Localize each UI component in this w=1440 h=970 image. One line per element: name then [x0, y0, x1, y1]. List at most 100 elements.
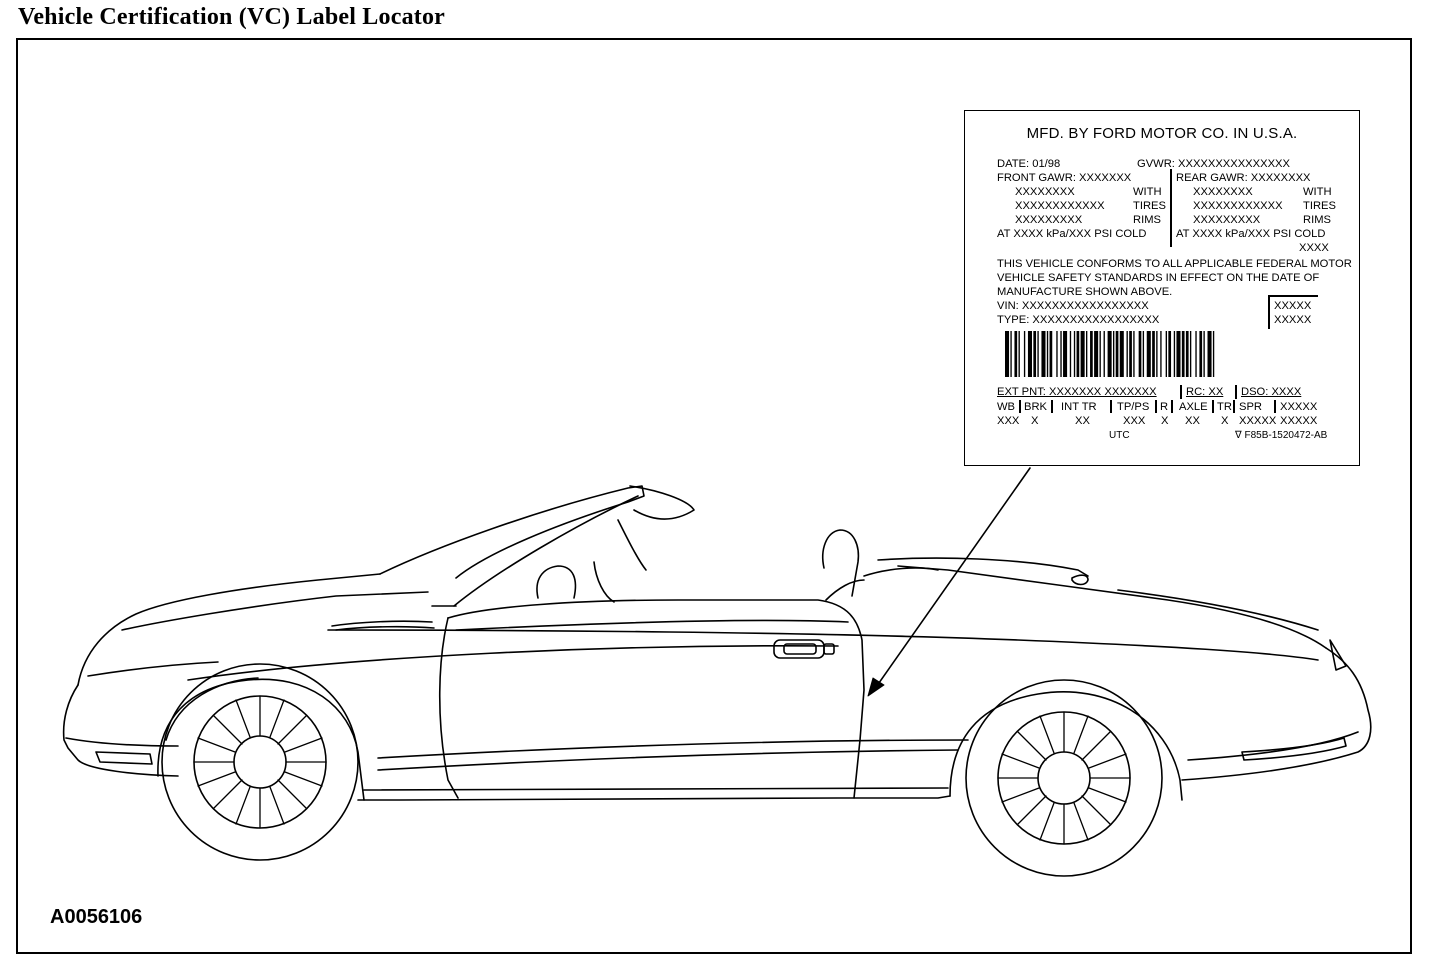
vc-label: MFD. BY FORD MOTOR CO. IN U.S.A. DATE: 0…	[964, 110, 1360, 466]
label-rear-rims: RIMS	[1303, 214, 1331, 226]
seats	[536, 529, 939, 603]
label-divider	[1051, 400, 1053, 413]
barcode-bar	[1129, 331, 1132, 377]
barcode-bar	[1094, 331, 1099, 377]
barcode-bar	[1027, 331, 1032, 377]
label-ext-pnt: EXT PNT: XXXXXXX XXXXXXX	[997, 386, 1157, 398]
label-conformance-line: VEHICLE SAFETY STANDARDS IN EFFECT ON TH…	[997, 272, 1320, 284]
label-code-header-tpps: TP/PS	[1117, 401, 1150, 413]
barcode-bar	[1046, 331, 1049, 377]
figure-id: A0056106	[50, 906, 143, 928]
barcode-bar	[1168, 331, 1172, 377]
windshield	[379, 485, 695, 607]
label-part-number: ∇ F85B-1520472-AB	[1235, 430, 1328, 441]
label-box-code: XXXXX	[1274, 300, 1312, 312]
label-front-line: XXXXXXXXXXXX	[1015, 200, 1105, 212]
label-front-line: XXXXXXXXX	[1015, 214, 1083, 226]
label-divider	[1019, 400, 1021, 413]
barcode-bar	[1146, 331, 1151, 377]
barcode-bar	[1107, 331, 1112, 377]
barcode-bar	[1113, 331, 1115, 377]
label-front-tires: TIRES	[1133, 200, 1166, 212]
label-rear-pressure: AT XXXX kPa/XXX PSI COLD	[1176, 228, 1326, 240]
barcode-bar	[1138, 331, 1142, 377]
barcode-bar	[1115, 331, 1119, 377]
barcode-bar	[1063, 331, 1068, 377]
label-divider	[1233, 400, 1235, 413]
label-rear-line: XXXXXXXX	[1193, 186, 1253, 198]
barcode-bar	[1037, 331, 1039, 377]
label-code-value: X	[1031, 415, 1039, 427]
barcode-bar	[1099, 331, 1101, 377]
barcode-bar	[1156, 331, 1158, 377]
barcode-bar	[1160, 331, 1162, 377]
barcode-bar	[1086, 331, 1088, 377]
label-rc: RC: XX	[1186, 386, 1224, 398]
barcode-bar	[1212, 331, 1215, 377]
label-gvwr: GVWR: XXXXXXXXXXXXXXX	[1137, 158, 1290, 170]
convertible-car-illustration	[62, 467, 1372, 877]
label-rear-extra: XXXX	[1299, 242, 1329, 254]
label-front-rims: RIMS	[1133, 214, 1161, 226]
label-conformance-line: THIS VEHICLE CONFORMS TO ALL APPLICABLE …	[997, 258, 1352, 270]
label-vin: VIN: XXXXXXXXXXXXXXXXX	[997, 300, 1149, 312]
label-code-header-extra: XXXXX	[1280, 401, 1318, 413]
label-box-code: XXXXX	[1274, 314, 1312, 326]
label-code-value: X	[1161, 415, 1169, 427]
label-type: TYPE: XXXXXXXXXXXXXXXXX	[997, 314, 1160, 326]
label-divider	[1155, 400, 1157, 413]
label-divider	[1274, 400, 1276, 413]
barcode-bar	[1176, 331, 1181, 377]
barcode-bar	[1126, 331, 1128, 377]
barcode-bar	[1090, 331, 1093, 377]
barcode-bar	[1103, 331, 1105, 377]
barcode-bar	[1203, 331, 1205, 377]
label-divider	[1180, 385, 1182, 399]
barcode-bar	[1073, 331, 1076, 377]
page-title: Vehicle Certification (VC) Label Locator	[18, 4, 446, 30]
label-rear-line: XXXXXXXXX	[1193, 214, 1261, 226]
label-code-box	[1268, 295, 1318, 329]
label-code-header-spr: SPR	[1239, 401, 1263, 413]
barcode-bar	[1119, 331, 1124, 377]
rear-wheel	[965, 679, 1163, 877]
barcode-bar	[1005, 331, 1010, 377]
label-divider	[1212, 400, 1214, 413]
car-body	[62, 557, 1372, 801]
label-code-header-axle: AXLE	[1179, 401, 1208, 413]
label-divider	[1110, 400, 1112, 413]
barcode-bar	[1014, 331, 1018, 377]
barcode-bar	[1056, 331, 1058, 377]
barcode-bar	[1199, 331, 1203, 377]
barcode-bar	[1207, 331, 1212, 377]
label-code-header-int-tr: INT TR	[1061, 401, 1097, 413]
label-rear-line: XXXXXXXXXXXX	[1193, 200, 1283, 212]
label-rear-with: WITH	[1303, 186, 1332, 198]
leader-arrow	[867, 467, 1031, 697]
label-code-header-r: R	[1160, 401, 1169, 413]
barcode-bar	[1069, 331, 1072, 377]
label-divider	[1235, 385, 1237, 399]
barcode-bar	[1142, 331, 1145, 377]
barcode-bar	[1023, 331, 1026, 377]
door-handle	[773, 639, 835, 659]
barcode-bar	[1165, 331, 1167, 377]
label-front-line: XXXXXXXX	[1015, 186, 1075, 198]
barcode-bar	[1133, 331, 1135, 377]
label-code-value: XXXXX	[1280, 415, 1318, 427]
label-manufacturer: MFD. BY FORD MOTOR CO. IN U.S.A.	[1026, 125, 1298, 142]
label-divider	[1170, 169, 1172, 247]
label-front-with: WITH	[1133, 186, 1162, 198]
figure-frame: MFD. BY FORD MOTOR CO. IN U.S.A. DATE: 0…	[16, 38, 1412, 954]
barcode-bar	[1049, 331, 1053, 377]
barcode-bar	[1076, 331, 1080, 377]
label-code-value: XX	[1075, 415, 1090, 427]
label-front-pressure: AT XXXX kPa/XXX PSI COLD	[997, 228, 1147, 240]
label-code-value: XXX	[1123, 415, 1146, 427]
label-date: DATE: 01/98	[997, 158, 1061, 170]
barcode-bar	[1173, 331, 1176, 377]
label-code-header-tr: TR	[1217, 401, 1232, 413]
label-code-value: XX	[1185, 415, 1200, 427]
barcode-bar	[1181, 331, 1185, 377]
label-code-value: XXXXX	[1239, 415, 1277, 427]
